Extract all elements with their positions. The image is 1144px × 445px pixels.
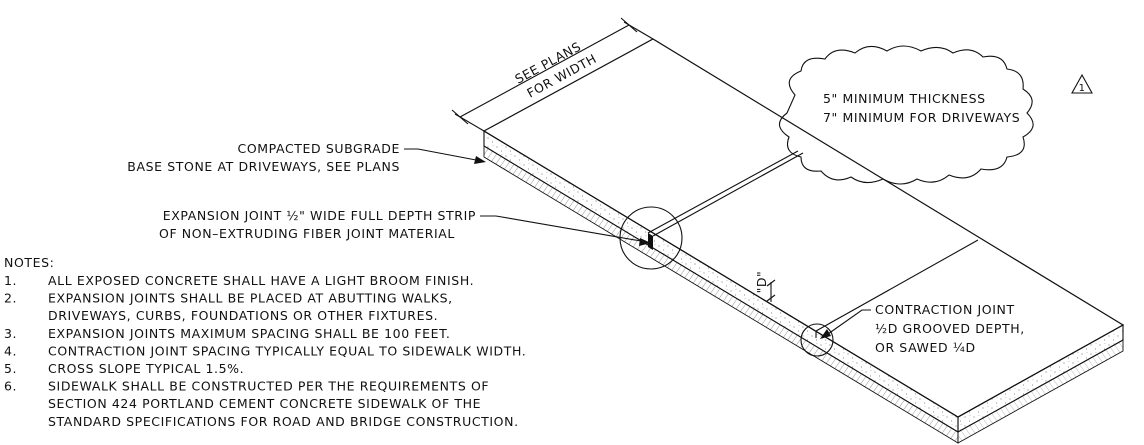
width-dimension [451, 17, 654, 132]
revision-marker-number: 1 [1079, 83, 1086, 94]
notes-list: 1. ALL EXPOSED CONCRETE SHALL HAVE A LIGH… [4, 273, 526, 429]
contraction-joint-line [815, 239, 979, 332]
expansion-callout-line1: EXPANSION JOINT ½" WIDE FULL DEPTH STRIP [163, 208, 476, 223]
note-text-line: DRIVEWAYS, CURBS, FOUNDATIONS OR OTHER F… [48, 308, 438, 323]
note-number: 4. [4, 343, 17, 358]
note-number: 1. [4, 273, 17, 288]
note-text-line: SIDEWALK SHALL BE CONSTRUCTED PER THE RE… [48, 379, 489, 394]
note-number: 5. [4, 361, 17, 376]
depth-dimension [766, 279, 776, 302]
depth-label: "D" [754, 271, 769, 294]
note-number: 2. [4, 291, 17, 306]
note-text-line: SECTION 424 PORTLAND CEMENT CONCRETE SID… [48, 396, 481, 411]
note-number: 6. [4, 379, 17, 394]
slab-top-face [482, 38, 1125, 418]
note-text-line: CONTRACTION JOINT SPACING TYPICALLY EQUA… [48, 343, 526, 358]
expansion-callout-line2: OF NON–EXTRUDING FIBER JOINT MATERIAL [159, 226, 455, 241]
subgrade-callout-line1: COMPACTED SUBGRADE [238, 141, 400, 156]
contraction-leader [820, 309, 871, 339]
revision-triangle-icon: 1 [1071, 73, 1093, 94]
cloud-note-line1: 5" MINIMUM THICKNESS [823, 91, 986, 106]
note-text-line: EXPANSION JOINTS SHALL BE PLACED AT ABUT… [48, 291, 453, 306]
contraction-joint-detail-circle [800, 323, 834, 357]
subgrade-leader [404, 148, 486, 164]
note-number: 3. [4, 326, 17, 341]
notes-heading: NOTES: [4, 255, 54, 270]
expansion-leader [480, 215, 651, 246]
subgrade-end-layer [957, 339, 1124, 444]
note-text-line: STANDARD SPECIFICATIONS FOR ROAD AND BRI… [48, 414, 519, 429]
note-text-line: ALL EXPOSED CONCRETE SHALL HAVE A LIGHT … [48, 273, 474, 288]
cloud-note-line2: 7" MINIMUM FOR DRIVEWAYS [823, 110, 1020, 125]
note-text-line: CROSS SLOPE TYPICAL 1.5%. [48, 361, 244, 376]
contraction-callout-line2: ½D GROOVED DEPTH, [875, 321, 1025, 336]
contraction-callout-line3: OR SAWED ¼D [875, 340, 976, 355]
contraction-callout-line1: CONTRACTION JOINT [875, 302, 1015, 317]
expansion-joint-detail-circle [619, 206, 683, 270]
subgrade-callout-line2: BASE STONE AT DRIVEWAYS, SEE PLANS [127, 159, 400, 174]
note-text-line: EXPANSION JOINTS MAXIMUM SPACING SHALL B… [48, 326, 450, 341]
revision-cloud [778, 45, 1034, 185]
